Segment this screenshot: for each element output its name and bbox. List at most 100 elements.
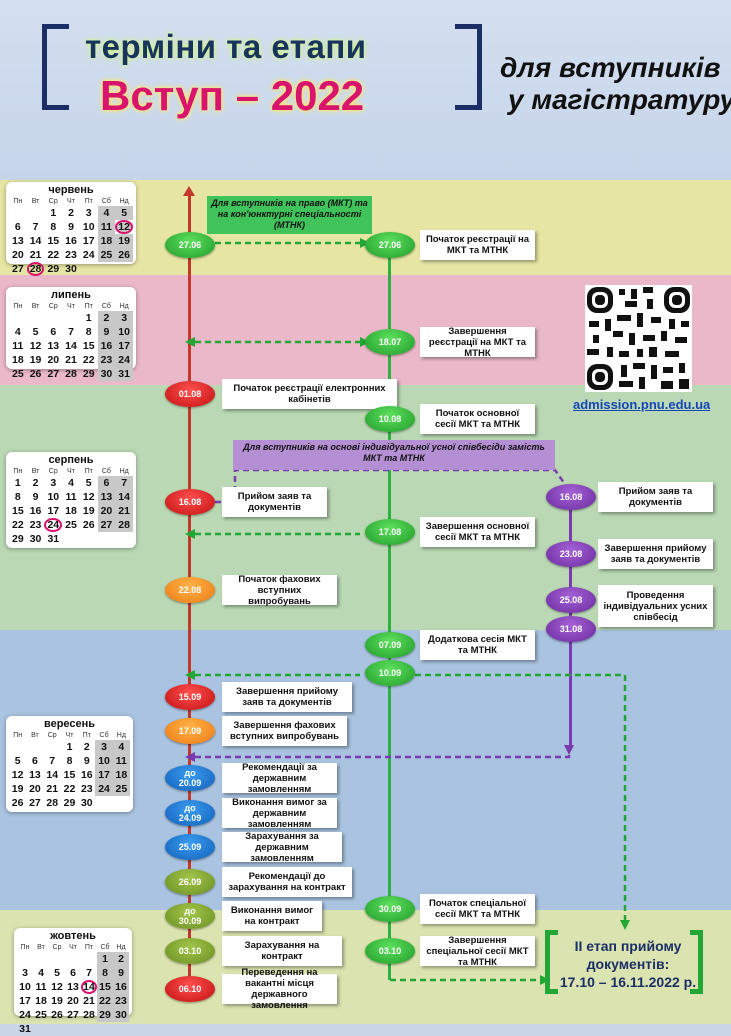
calendar-day: 13 xyxy=(12,235,24,247)
calendar-day: 13 xyxy=(29,769,41,781)
calendar-month-name: липень xyxy=(51,289,91,301)
left-start-date: 27.06 xyxy=(165,232,215,258)
calendar-day: 17 xyxy=(47,505,60,517)
calendar-day: 6 xyxy=(32,755,38,767)
calendar-day: 21 xyxy=(65,354,77,366)
calendar-day: 26 xyxy=(115,248,133,262)
left-event-date: 01.08 xyxy=(165,381,215,407)
calendar-month-name: серпень xyxy=(48,454,94,466)
calendar-day: 16 xyxy=(29,505,42,517)
calendar-day: 21 xyxy=(115,504,133,518)
calendar-day: 31 xyxy=(115,367,133,381)
calendar-day: 22 xyxy=(63,783,76,795)
middle-event-date: 27.06 xyxy=(365,232,415,258)
calendar-day: 11 xyxy=(12,340,24,352)
admission-website-link[interactable]: admission.pnu.edu.ua xyxy=(573,397,711,412)
calendar-day: 4 xyxy=(112,740,130,754)
calendar-day: 19 xyxy=(51,995,63,1007)
calendar-day: 28 xyxy=(115,518,133,532)
calendar-day: 27 xyxy=(12,263,24,275)
calendar-day: 15 xyxy=(82,340,95,352)
calendar-day: 2 xyxy=(32,477,39,489)
calendar-day: 8 xyxy=(14,491,21,503)
left-event-date: 25.09 xyxy=(165,834,215,860)
calendar-day: 26 xyxy=(51,1009,63,1021)
right-event-date: 16.08 xyxy=(546,484,596,510)
calendar-day: 5 xyxy=(115,206,133,220)
calendar-day: 1 xyxy=(66,741,73,753)
calendar-day: 12 xyxy=(11,769,24,781)
right-event-date: 31.08 xyxy=(546,616,596,642)
calendar-day: 11 xyxy=(65,491,77,503)
calendar-day: 31 xyxy=(47,533,60,545)
final-stage-line3: 17.10 – 16.11.2022 р. xyxy=(559,974,697,990)
left-event-label: Початок реєстрації електронних кабінетів xyxy=(222,379,397,409)
calendar-day: 4 xyxy=(14,326,21,338)
calendar-day: 6 xyxy=(14,221,21,233)
calendar-day: 18 xyxy=(112,768,130,782)
calendar-day: 1 xyxy=(97,952,113,966)
calendar-day: 30 xyxy=(97,367,116,381)
calendar-day: 10 xyxy=(115,325,133,339)
calendar-day: 24 xyxy=(95,782,113,796)
calendar-day: 10 xyxy=(95,754,113,768)
calendar-day: 27 xyxy=(67,1009,79,1021)
calendar-month-name: жовтень xyxy=(50,930,96,942)
calendar-day: 8 xyxy=(97,966,113,980)
calendar-day: 17 xyxy=(82,235,95,247)
calendar-day: 29 xyxy=(47,263,60,275)
left-event-date: 22.08 xyxy=(165,577,215,603)
calendar-day: 15 xyxy=(47,235,60,247)
calendar-day: 23 xyxy=(80,783,93,795)
qr-code[interactable] xyxy=(585,285,692,392)
calendar-day: 1 xyxy=(85,312,92,324)
calendar-day: 14 xyxy=(115,490,133,504)
calendar-day: 5 xyxy=(54,967,60,979)
calendar-day: 27 xyxy=(47,368,60,380)
calendar-day: 18 xyxy=(97,234,116,248)
calendar-day: 18 xyxy=(65,505,77,517)
middle-event-label: Додаткова сесія МКТ та МТНК xyxy=(420,630,535,660)
final-stage-bracket-left xyxy=(545,930,558,994)
calendar-day: 26 xyxy=(29,368,42,380)
calendar-day: 2 xyxy=(83,741,90,753)
left-event-date: 26.09 xyxy=(165,869,215,895)
calendar-day: 8 xyxy=(50,221,57,233)
calendar-day: 20 xyxy=(29,783,41,795)
calendar-day: 8 xyxy=(85,326,92,338)
calendar-day: 23 xyxy=(29,519,42,531)
calendar-day: 9 xyxy=(68,221,74,233)
middle-event-date: 10.09 xyxy=(365,660,415,686)
calendar-day: 21 xyxy=(46,783,59,795)
left-event-label: Завершення прийому заяв та документів xyxy=(222,682,352,712)
calendar-day: 20 xyxy=(12,249,24,261)
calendar-day: 27 xyxy=(97,518,116,532)
left-event-label: Рекомендації за державним замовленням xyxy=(222,762,337,795)
calendar-day: 2 xyxy=(68,207,74,219)
middle-event-date: 10.08 xyxy=(365,406,415,432)
calendar-day: 14 xyxy=(81,980,97,994)
calendar-day: 30 xyxy=(80,797,93,809)
calendar-day: 15 xyxy=(63,769,76,781)
calendar-day: 23 xyxy=(65,249,77,261)
right-event-label: Прийом заяв та документів xyxy=(598,482,713,512)
final-stage-bracket-right xyxy=(690,930,703,994)
middle-event-label: Завершення основної сесії МКТ та МТНК xyxy=(420,517,535,547)
calendar-day: 7 xyxy=(49,755,56,767)
calendar-day: 16 xyxy=(80,769,93,781)
calendar-day: 26 xyxy=(82,519,95,531)
calendar-day: 20 xyxy=(97,504,116,518)
calendar-day: 3 xyxy=(85,207,92,219)
calendar-day: 29 xyxy=(63,797,76,809)
header-subtitle-line1: для вступників xyxy=(500,52,721,83)
calendar-month-name: червень xyxy=(48,184,94,196)
calendar-day: 19 xyxy=(82,505,95,517)
left-event-label: Прийом заяв та документів xyxy=(222,487,327,517)
